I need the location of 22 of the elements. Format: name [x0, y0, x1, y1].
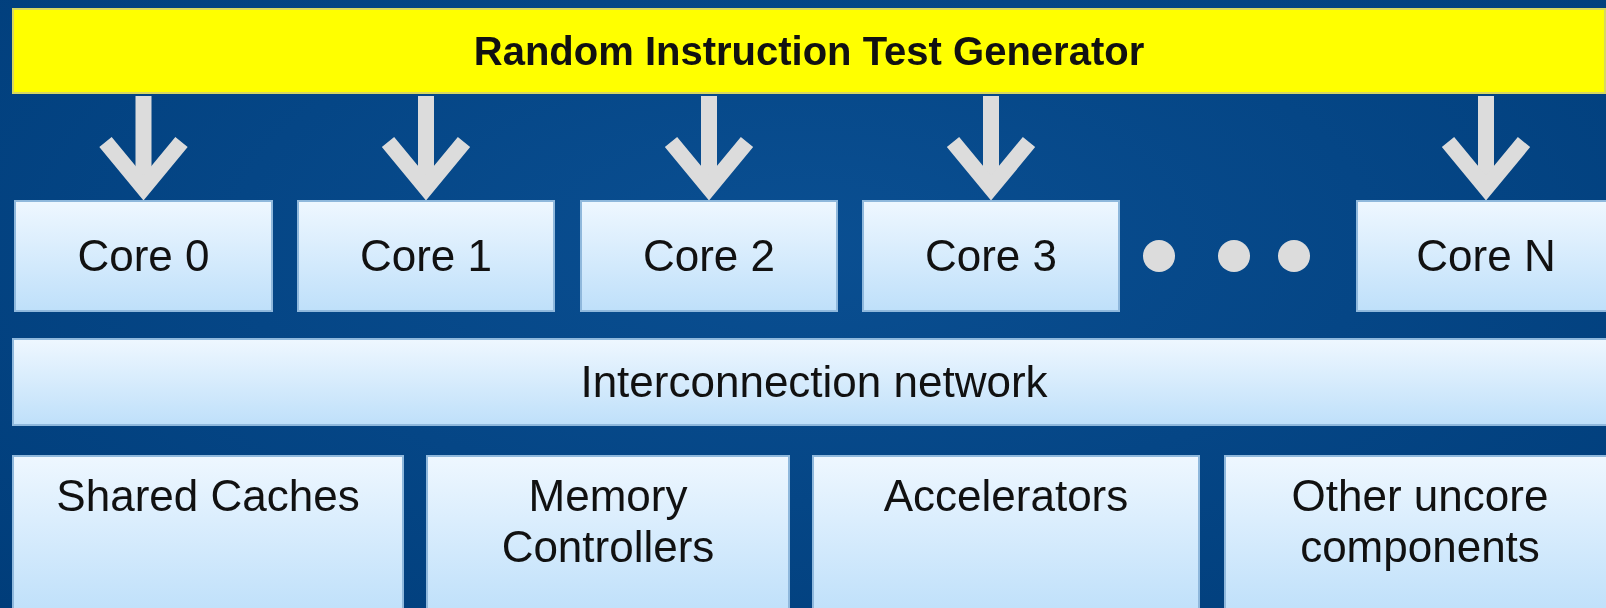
node-label: Interconnection network — [579, 356, 1049, 408]
node-label: Accelerators — [882, 471, 1130, 522]
node-label: Core 2 — [641, 230, 777, 282]
node-label: Random Instruction Test Generator — [472, 28, 1146, 74]
node-label: Shared Caches — [55, 471, 361, 522]
core-box — [297, 200, 555, 312]
node-label: Memory Controllers — [500, 471, 716, 573]
node-label: Core N — [1415, 230, 1557, 282]
core-box — [1356, 200, 1606, 312]
component-box — [12, 455, 404, 608]
node-label: Core 1 — [358, 230, 494, 282]
node-label: Core 3 — [923, 230, 1059, 282]
node-label: Other uncore components — [1290, 471, 1550, 573]
core-box — [14, 200, 273, 312]
generator-bar — [12, 8, 1606, 94]
node-label: Core 0 — [76, 230, 211, 282]
core-box — [862, 200, 1120, 312]
component-box — [1224, 455, 1606, 608]
component-box — [426, 455, 790, 608]
network-bar — [12, 338, 1606, 426]
core-box — [580, 200, 838, 312]
component-box — [812, 455, 1200, 608]
